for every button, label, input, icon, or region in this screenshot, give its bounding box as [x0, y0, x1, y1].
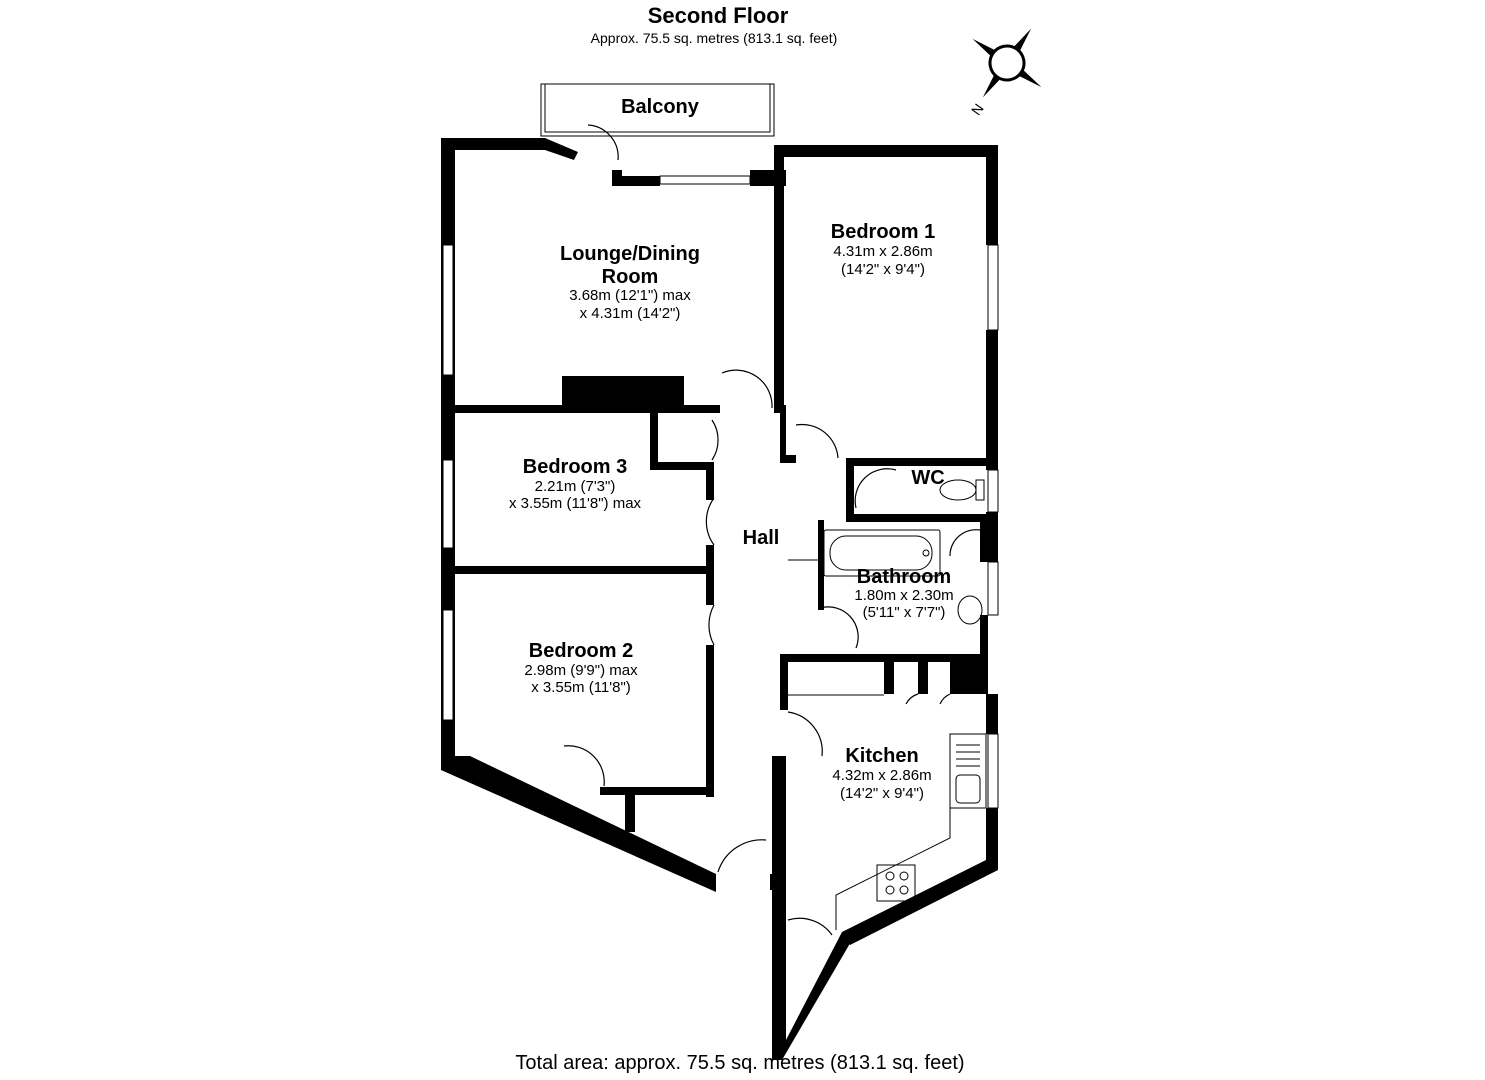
room-name-balcony: Balcony [621, 96, 699, 118]
room-name-wc: WC [911, 467, 945, 489]
room-dim-bedroom1-line1: 4.31m x 2.86m [833, 243, 933, 260]
room-dim-bathroom-line2: (5'11" x 7'7") [862, 604, 946, 621]
total-area-footer: Total area: approx. 75.5 sq. metres (813… [515, 1052, 965, 1074]
room-dim-bathroom-line1: 1.80m x 2.30m [854, 587, 954, 604]
room-dim-bedroom2-line1: 2.98m (9'9") max [524, 662, 638, 679]
room-name-bathroom: Bathroom [856, 566, 952, 588]
room-name-bedroom1: Bedroom 1 [830, 221, 936, 243]
floor-title: Second Floor [647, 3, 789, 28]
room-dim-kitchen-line2: (14'2" x 9'4") [840, 785, 924, 802]
room-dim-bedroom3-line1: 2.21m (7'3") [534, 478, 616, 495]
room-dim-bedroom1-line2: (14'2" x 9'4") [841, 261, 925, 278]
room-name-hall: Hall [742, 527, 780, 549]
room-dim-lounge-line1: 3.68m (12'1") max [569, 287, 691, 304]
room-dim-bedroom3-line2: x 3.55m (11'8") max [508, 495, 642, 512]
balcony [540, 83, 775, 137]
windows [442, 175, 999, 809]
walls [441, 138, 998, 1060]
room-dim-lounge-line2: x 4.31m (14'2") [579, 305, 681, 322]
room-name-bedroom2: Bedroom 2 [528, 640, 634, 662]
room-dim-kitchen-line1: 4.32m x 2.86m [832, 767, 932, 784]
floor-area: Approx. 75.5 sq. metres (813.1 sq. feet) [590, 30, 838, 46]
room-name-kitchen: Kitchen [845, 745, 919, 767]
fixtures [788, 479, 987, 930]
room-name-bedroom3: Bedroom 3 [522, 456, 628, 478]
compass-rose-icon [972, 28, 1042, 98]
room-name-lounge-line1: Lounge/Dining [560, 243, 700, 265]
door-swings [563, 124, 981, 936]
room-dim-bedroom2-line2: x 3.55m (11'8") [531, 679, 631, 696]
room-name-lounge-line2: Room [601, 266, 659, 288]
